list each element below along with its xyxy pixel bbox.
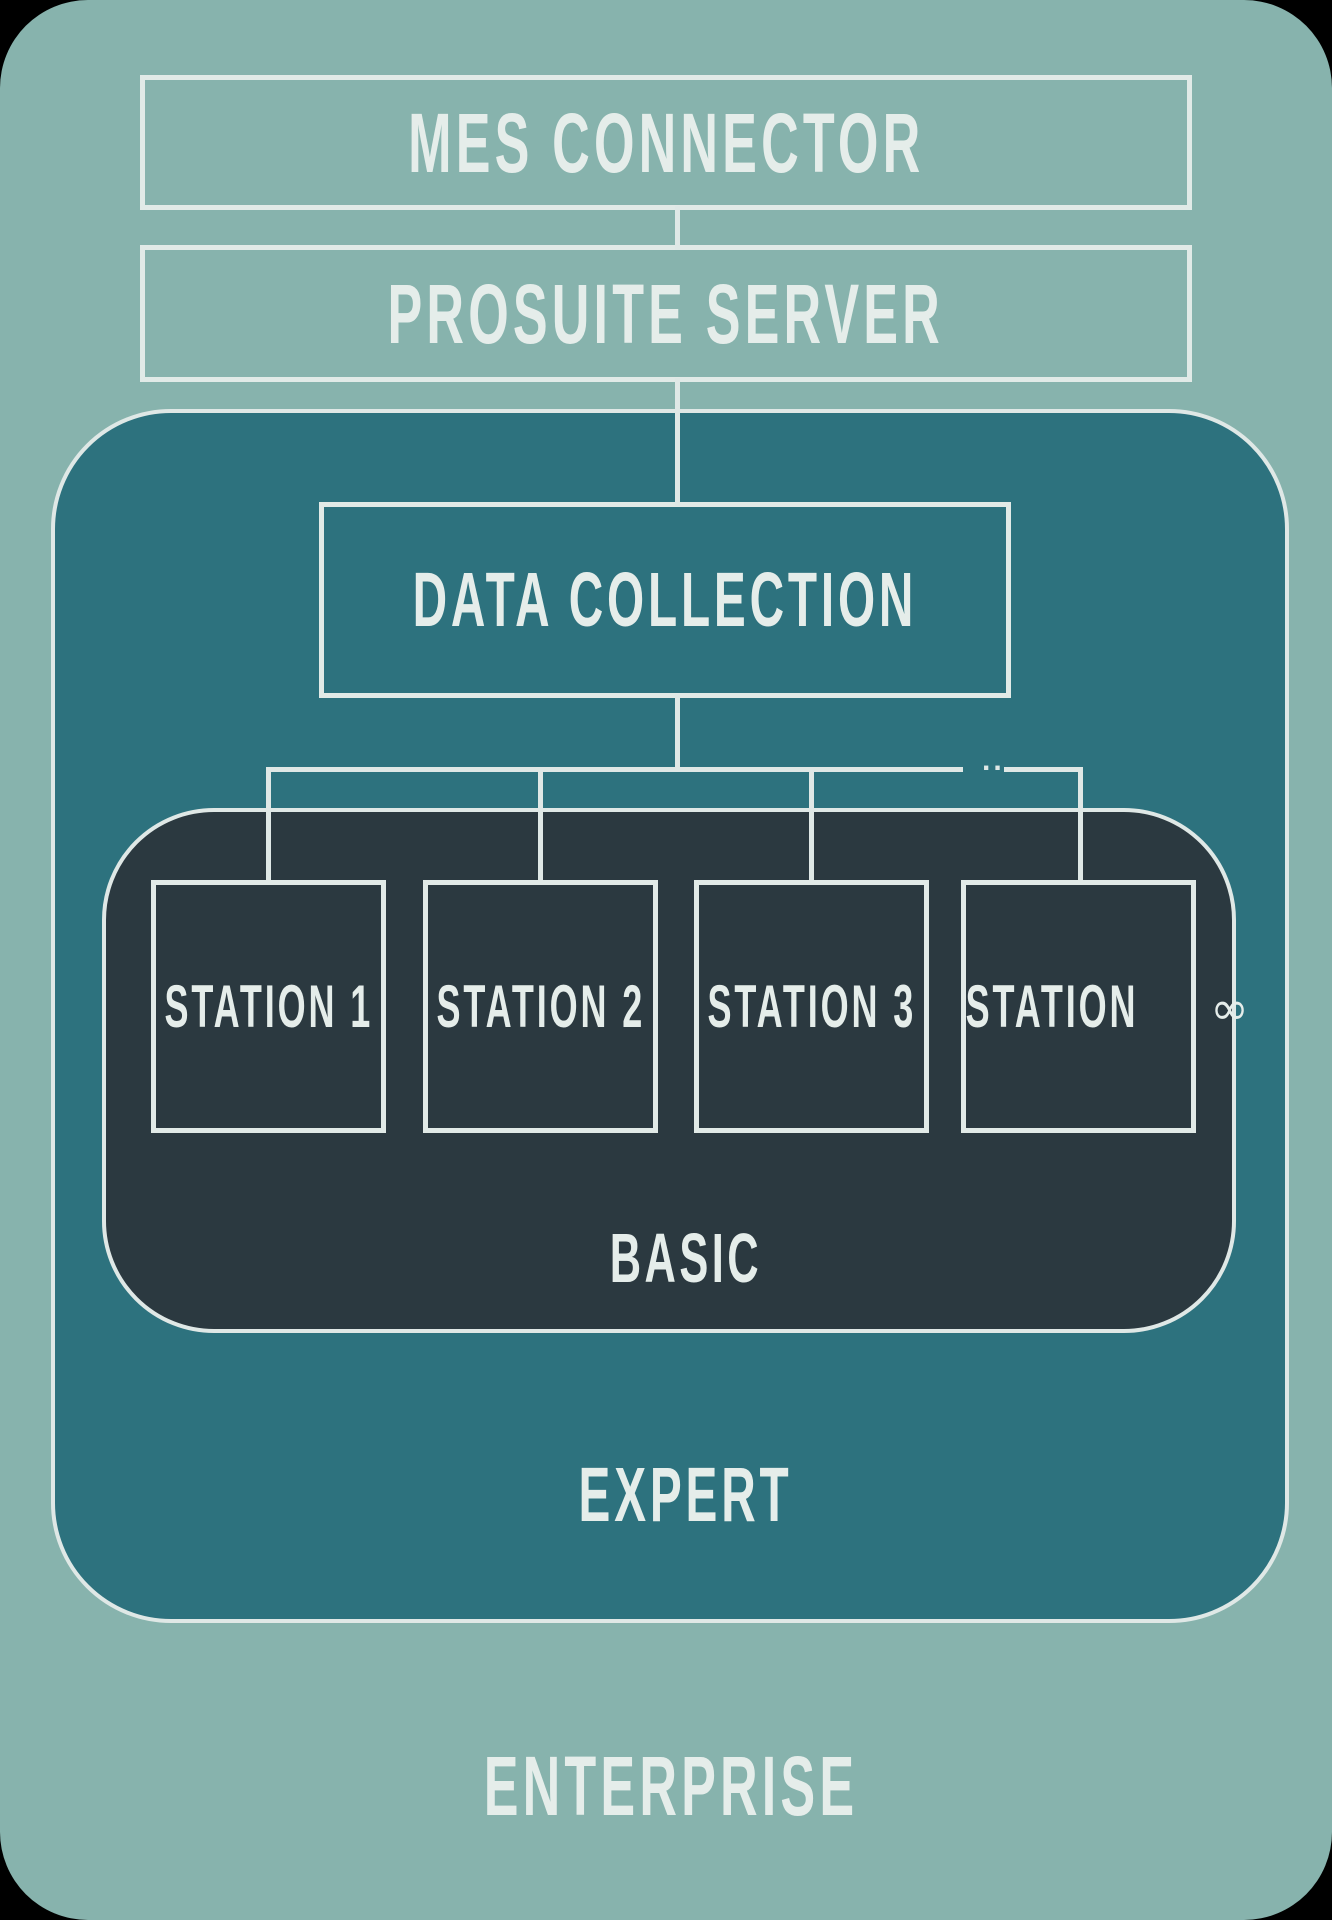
station-1-label: STATION 1 [164,972,373,1040]
branch-line-left-segment [266,767,963,772]
node-station-infinity: STATION ∞ [961,880,1249,1133]
node-station-3: STATION 3 [694,880,929,1133]
data-collection-label: DATA COLLECTION [412,556,918,643]
branch-drop-station-3 [809,767,814,884]
more-stations-ellipsis: .. [982,744,1005,777]
branch-drop-station-2 [538,767,543,884]
branch-drop-station-1 [266,767,271,884]
connector-datacollection-to-branch [675,694,680,772]
expert-tier-label-row: EXPERT [0,1445,1332,1545]
prosuite-server-label: PROSUITE SERVER [387,266,945,361]
enterprise-tier-label: ENTERPRISE [483,1739,859,1833]
node-mes-connector: MES CONNECTOR [140,75,1192,210]
basic-tier-label: BASIC [609,1219,763,1297]
node-station-1: STATION 1 [151,880,386,1133]
branch-line-right-segment [1004,767,1082,772]
infinity-icon: ∞ [1210,980,1249,1035]
enterprise-tier-label-row: ENTERPRISE [0,1736,1332,1836]
basic-tier-label-row: BASIC [0,1208,1332,1308]
node-data-collection: DATA COLLECTION [319,502,1011,698]
node-station-2: STATION 2 [423,880,658,1133]
station-infinity-label: STATION [965,972,1139,1040]
connector-mes-to-prosuite [675,206,680,250]
basic-tier-container [102,808,1236,1333]
station-2-label: STATION 2 [436,972,645,1040]
expert-tier-label: EXPERT [579,1451,793,1538]
branch-drop-station-infinity [1078,767,1083,884]
mes-connector-label: MES CONNECTOR [407,95,925,190]
station-3-label: STATION 3 [707,972,916,1040]
connector-prosuite-to-datacollection [675,378,680,506]
node-prosuite-server: PROSUITE SERVER [140,245,1192,382]
